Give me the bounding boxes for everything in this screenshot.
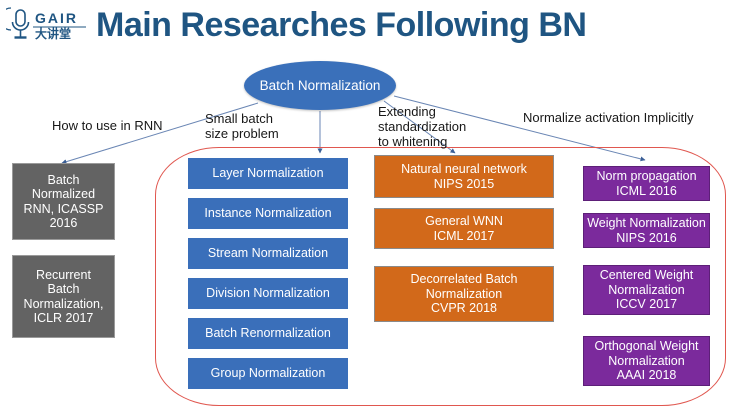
grouping-outline: [155, 147, 726, 406]
page-title: Main Researches Following BN: [96, 6, 587, 44]
edge-label-small-batch-size-problem: Small batch size problem: [205, 111, 279, 141]
node-batch-normalized-rnn[interactable]: Batch Normalized RNN, ICASSP 2016: [12, 163, 115, 240]
node-norm-propagation[interactable]: Norm propagation ICML 2016: [583, 166, 710, 201]
node-stream-normalization[interactable]: Stream Normalization: [188, 238, 348, 269]
logo-subtitle-text: 大讲堂: [35, 26, 71, 41]
gair-logo: GAIR 大讲堂: [6, 6, 90, 50]
node-decorrelated-batch-normalization[interactable]: Decorrelated Batch Normalization CVPR 20…: [374, 266, 554, 322]
node-general-wnn[interactable]: General WNN ICML 2017: [374, 208, 554, 249]
node-division-normalization[interactable]: Division Normalization: [188, 278, 348, 309]
logo-brand-text: GAIR: [35, 10, 78, 26]
node-layer-normalization[interactable]: Layer Normalization: [188, 158, 348, 189]
microphone-icon: [6, 7, 30, 39]
node-weight-normalization[interactable]: Weight Normalization NIPS 2016: [583, 213, 710, 248]
edge-label-normalize-activation-implicitly: Normalize activation Implicitly: [523, 110, 694, 125]
node-natural-neural-network[interactable]: Natural neural network NIPS 2015: [374, 155, 554, 198]
edge-label-how-to-use-in-rnn: How to use in RNN: [52, 118, 163, 133]
node-batch-renormalization[interactable]: Batch Renormalization: [188, 318, 348, 349]
node-group-normalization[interactable]: Group Normalization: [188, 358, 348, 389]
edge-label-extending-standardization-to-whitening: Extending standardization to whitening: [378, 104, 467, 149]
node-recurrent-batch-normalization[interactable]: Recurrent Batch Normalization, ICLR 2017: [12, 255, 115, 338]
node-instance-normalization[interactable]: Instance Normalization: [188, 198, 348, 229]
root-node-batch-normalization[interactable]: Batch Normalization: [244, 61, 396, 110]
node-orthogonal-weight-normalization[interactable]: Orthogonal Weight Normalization AAAI 201…: [583, 336, 710, 386]
node-centered-weight-normalization[interactable]: Centered Weight Normalization ICCV 2017: [583, 265, 710, 315]
